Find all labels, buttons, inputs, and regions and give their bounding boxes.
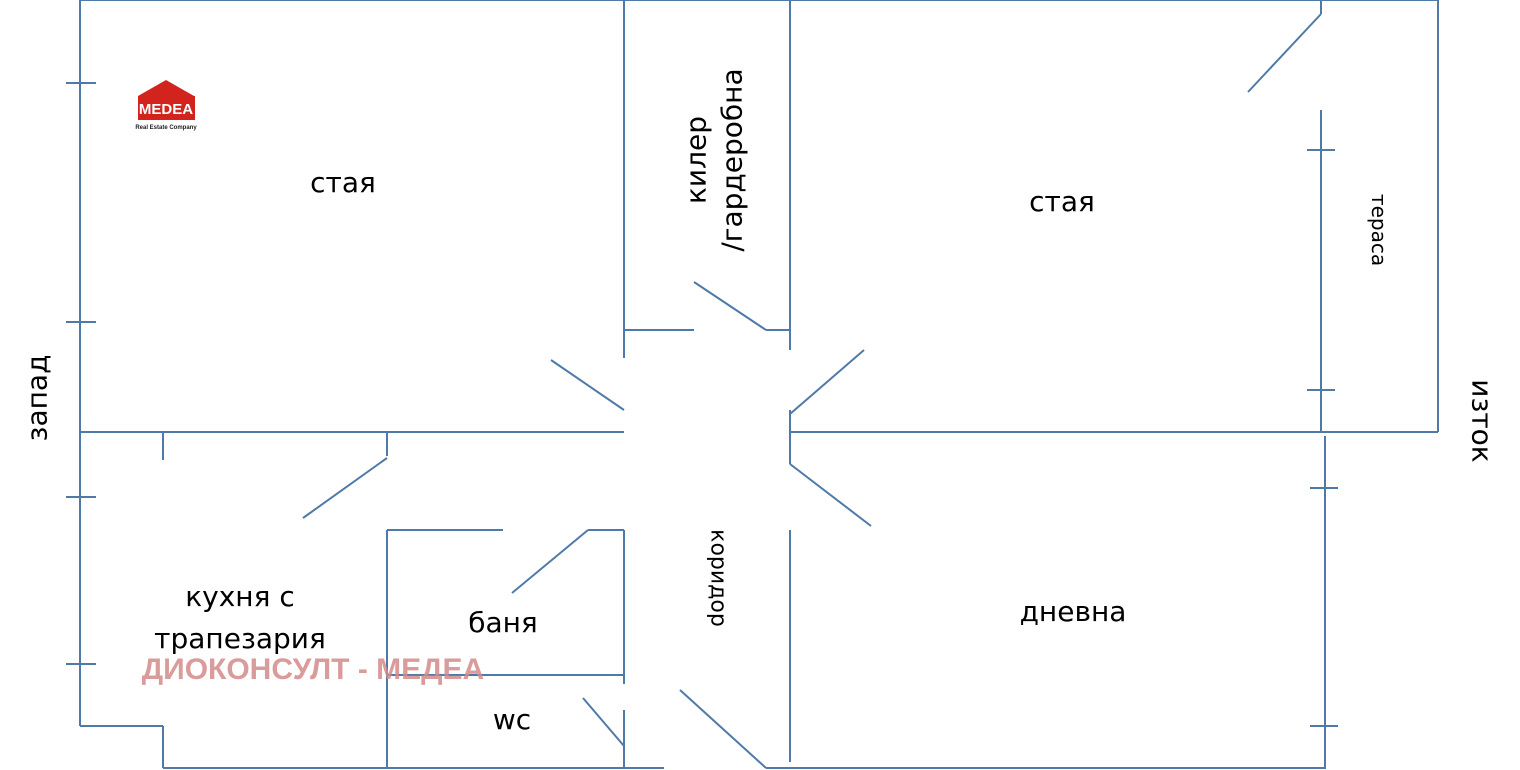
living-room-label: дневна bbox=[1020, 595, 1127, 628]
orientation-east: изток bbox=[1466, 379, 1499, 462]
room-label-west: стая bbox=[310, 166, 376, 199]
orientation-west: запад bbox=[21, 355, 54, 442]
house-roof-icon bbox=[138, 80, 194, 96]
doors bbox=[302, 13, 1322, 769]
watermark-text: ДИОКОНСУЛТ - МЕДЕА bbox=[142, 653, 484, 686]
bathroom-label: баня bbox=[468, 606, 538, 639]
closet-label-line2: /гардеробна bbox=[716, 68, 749, 251]
closet-label: килер /гардеробна bbox=[680, 68, 749, 251]
logo-tagline: Real Estate Company bbox=[135, 125, 197, 131]
corridor-label: коридор bbox=[706, 529, 731, 627]
kitchen-label-line1: кухня с bbox=[185, 580, 295, 613]
closet-label-line1: килер bbox=[680, 116, 713, 204]
logo-name: MEDEA bbox=[139, 101, 193, 118]
walls bbox=[66, 0, 1439, 769]
wc-label: wc bbox=[493, 703, 531, 736]
kitchen-label-line2: трапезария bbox=[154, 622, 326, 655]
medea-logo: MEDEA Real Estate Company bbox=[135, 80, 197, 131]
logo-block bbox=[138, 96, 195, 120]
room-label-east: стая bbox=[1029, 185, 1095, 218]
terrace-label: тераса bbox=[1367, 194, 1391, 266]
